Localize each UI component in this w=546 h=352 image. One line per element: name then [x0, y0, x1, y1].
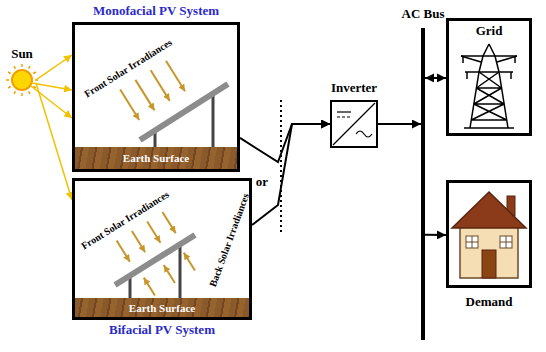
- monofacial-box: Monofacial PV SystemFront Solar Irradian…: [72, 22, 240, 172]
- sun: Sun: [8, 50, 36, 94]
- sun-ray: [21, 93, 23, 96]
- sun-rays: [6, 64, 38, 96]
- sun-ray: [14, 66, 16, 69]
- inverter-label: Inverter: [331, 81, 377, 95]
- sun-label: Sun: [11, 47, 33, 61]
- ac-bus: AC Bus: [421, 28, 425, 340]
- sun-ray: [29, 91, 31, 94]
- irradiance-arrow: [117, 241, 130, 262]
- inverter-box: Inverter: [330, 100, 378, 148]
- house-roof: [452, 192, 526, 228]
- system-heading: Monofacial PV System: [93, 4, 219, 18]
- tower-arm: [497, 56, 517, 62]
- insulator: [514, 56, 516, 63]
- tower-arm: [461, 56, 481, 62]
- connector: [36, 83, 72, 200]
- irradiance-arrow: [144, 278, 155, 296]
- inverter-symbol: [333, 103, 375, 145]
- earth-label: Earth Surface: [129, 301, 195, 313]
- transmission-tower: [461, 44, 517, 128]
- pv-panel: [115, 235, 195, 285]
- pv-panel: [140, 84, 228, 140]
- sun-ray: [21, 64, 23, 67]
- grid-box: Grid: [446, 18, 532, 136]
- irradiance-arrow: [120, 89, 139, 120]
- connector: [240, 124, 330, 162]
- irradiance-arrow: [151, 70, 170, 101]
- irradiance-label: Front Solar Irradiances: [82, 36, 174, 99]
- earth-band: Earth Surface: [75, 147, 237, 169]
- connector: [425, 234, 446, 236]
- sun-ray: [33, 72, 36, 74]
- ac-symbol: [356, 131, 372, 137]
- sun-ray: [29, 66, 31, 69]
- irradiance-arrow: [166, 61, 185, 92]
- dotted-selector-line: [280, 100, 282, 232]
- sun-ray: [31, 86, 72, 118]
- connector: [378, 123, 421, 125]
- panel-leg: [179, 245, 182, 298]
- grid-label: Grid: [476, 24, 503, 38]
- irradiance-arrow: [132, 231, 145, 252]
- window-frame: [466, 236, 512, 248]
- dc-symbol: [337, 111, 351, 112]
- tower-bracing: [471, 72, 506, 120]
- tower-arm: [461, 55, 517, 57]
- connector: [425, 77, 446, 79]
- sun-ray: [14, 91, 16, 94]
- irradiance-arrow: [184, 253, 195, 271]
- irradiance-arrow: [135, 80, 154, 111]
- sun-disc: [12, 70, 32, 90]
- system-heading: Bifacial PV System: [109, 323, 215, 337]
- connector: [252, 124, 330, 225]
- panel-leg: [212, 94, 215, 147]
- connector-label: or: [256, 174, 268, 190]
- tower-base: [464, 127, 514, 129]
- tower-arm: [465, 71, 513, 73]
- sun-ray: [6, 79, 9, 81]
- irradiance-label: Front Solar Irradiances: [79, 188, 171, 251]
- irradiance-arrow: [147, 221, 160, 242]
- insulator: [510, 72, 512, 79]
- earth-band: Earth Surface: [75, 298, 249, 317]
- house-wall: [460, 226, 518, 278]
- earth-label: Earth Surface: [123, 152, 189, 164]
- sun-ray: [8, 87, 11, 89]
- bus-label: AC Bus: [402, 7, 445, 21]
- bifacial-box: Front Solar Irradiances Back Solar Irradi…: [72, 178, 252, 320]
- insulator: [466, 72, 468, 79]
- irradiance-arrow: [164, 265, 175, 283]
- irradiance-arrow: [162, 212, 175, 233]
- house-door: [482, 250, 496, 278]
- dc-symbol: [337, 116, 351, 117]
- irradiance-label: Back Solar Irradiances: [207, 192, 251, 289]
- demand-box: Demand: [446, 180, 532, 288]
- connector: [36, 55, 72, 80]
- demand-label: Demand: [466, 295, 513, 309]
- sun-ray: [8, 72, 11, 74]
- insulator: [462, 56, 464, 63]
